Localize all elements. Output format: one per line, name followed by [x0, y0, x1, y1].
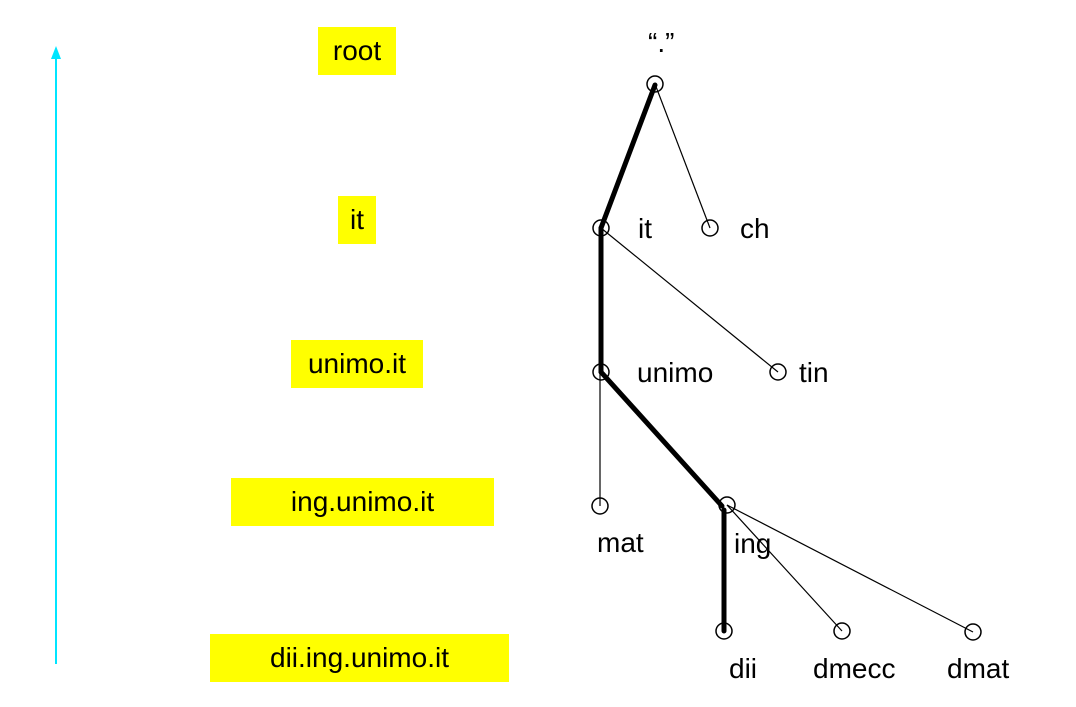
- hierarchy-arrow: [51, 46, 61, 664]
- node-label-dmecc: dmecc: [813, 653, 895, 684]
- edge-root-it: [598, 82, 658, 231]
- node-label-dmat: dmat: [947, 653, 1009, 684]
- circle-node-icon: [646, 75, 664, 93]
- circle-node-icon: [718, 496, 736, 514]
- level-label-it: it: [338, 196, 376, 244]
- node-label-tin: tin: [799, 357, 829, 388]
- level-label-ing-unimo-it: ing.unimo.it: [231, 478, 494, 526]
- edge-it-tin: [600, 227, 779, 373]
- thin-edges: [599, 83, 974, 633]
- circle-node-icon: [715, 622, 733, 640]
- circle-node-icon: [833, 622, 851, 640]
- node-label-ch: ch: [740, 213, 770, 244]
- circle-node-icon: [592, 219, 610, 237]
- level-label-dii-ing-unimo-it: dii.ing.unimo.it: [210, 634, 509, 682]
- thick-path-edges: [598, 82, 727, 634]
- circle-node-icon: [964, 623, 982, 641]
- node-label-root: “.”: [648, 27, 674, 58]
- node-label-unimo: unimo: [637, 357, 713, 388]
- edge-ing-dmecc: [726, 504, 843, 632]
- edge-root-ch: [654, 83, 711, 229]
- circle-node-icon: [769, 363, 787, 381]
- edge-ing-dmat: [726, 504, 974, 633]
- edge-unimo-ing: [598, 369, 725, 509]
- node-label-it: it: [638, 213, 652, 244]
- tree-nodes: [591, 75, 982, 641]
- level-label-root: root: [318, 27, 396, 75]
- node-label-mat: mat: [597, 527, 644, 558]
- node-label-dii: dii: [729, 653, 757, 684]
- level-label-unimo-it: unimo.it: [291, 340, 423, 388]
- circle-node-icon: [591, 497, 609, 515]
- circle-node-icon: [592, 363, 610, 381]
- up-arrow-icon: [51, 46, 61, 59]
- circle-node-icon: [701, 219, 719, 237]
- node-label-ing: ing: [734, 528, 771, 559]
